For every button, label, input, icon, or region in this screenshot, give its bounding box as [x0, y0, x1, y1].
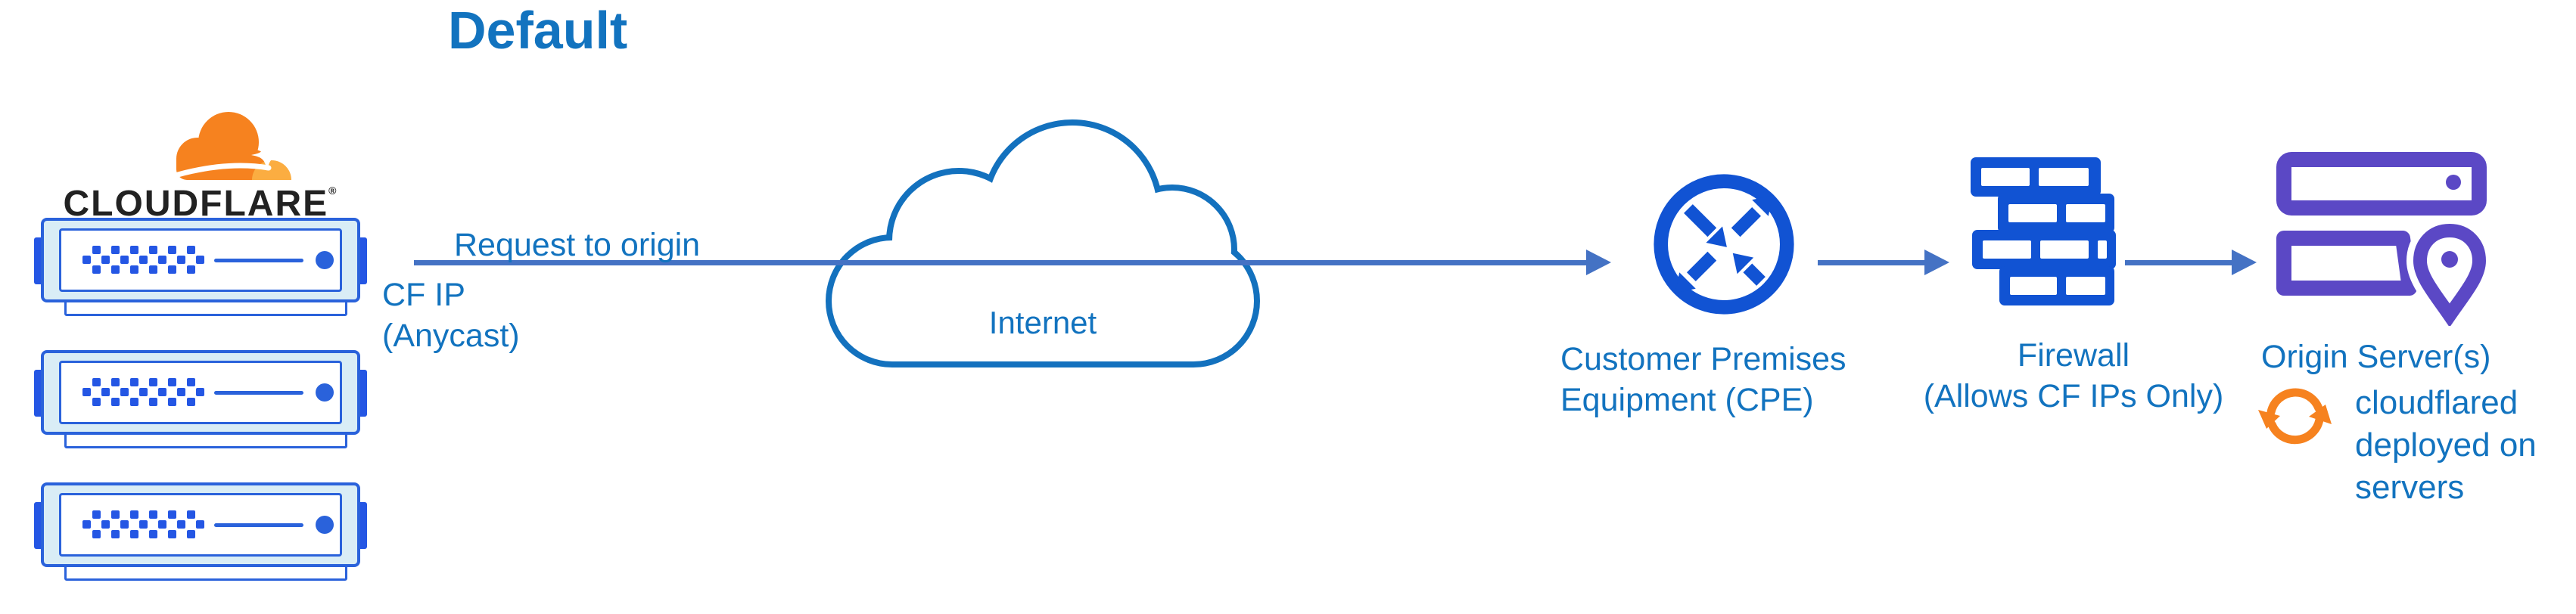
server-panel: [59, 493, 342, 557]
request-arrow-label: Request to origin: [454, 227, 701, 263]
server-power-dot: [316, 516, 334, 534]
cpe-to-firewall-arrowhead-icon: [1924, 250, 1949, 275]
firewall-to-origin-arrowhead-icon: [2232, 250, 2257, 275]
request-arrow-line: [414, 260, 1586, 265]
cf-ip-line1: CF IP: [382, 277, 465, 313]
origin-label: Origin Server(s): [2261, 339, 2491, 375]
cpe-label: Customer Premises Equipment (CPE): [1560, 339, 1846, 420]
cpe-label-line2: Equipment (CPE): [1560, 382, 1814, 418]
server-chassis: [41, 218, 360, 302]
cloudflared-note-line3: servers: [2355, 469, 2465, 506]
server-vent-dots: [82, 510, 204, 538]
origin-server-icon: [2276, 152, 2494, 326]
cloudflare-logo-cloud-icon: [155, 112, 299, 185]
internet-label: Internet: [988, 305, 1097, 340]
internet-cloud-icon: [826, 119, 1260, 367]
server-slot-line: [214, 391, 303, 395]
cloudflare-wordmark: CLOUDFLARE®: [30, 183, 371, 225]
diagram-title: Default: [448, 1, 628, 60]
server-slot-line: [214, 523, 303, 527]
server-chassis: [41, 482, 360, 567]
cloudflare-server-icon: [34, 218, 367, 320]
cpe-to-firewall-line: [1818, 260, 1924, 265]
cf-ip-line2: (Anycast): [382, 318, 520, 354]
server-slot-line: [214, 259, 303, 262]
request-arrowhead-icon: [1586, 250, 1611, 275]
server-panel: [59, 361, 342, 424]
firewall-label-line2: (Allows CF IPs Only): [1923, 378, 2224, 414]
sync-arrows-icon: [2258, 388, 2332, 445]
cf-ip-label: CF IP (Anycast): [382, 274, 520, 356]
cpe-label-line1: Customer Premises: [1560, 341, 1846, 377]
server-power-dot: [316, 251, 334, 269]
registered-trademark: ®: [328, 185, 338, 197]
cloudflared-note-line2: deployed on: [2355, 426, 2537, 464]
firewall-brick-icon: [1971, 157, 2116, 305]
cloudflare-server-icon: [34, 350, 367, 452]
firewall-label-line1: Firewall: [2017, 337, 2130, 374]
cloudflare-wordmark-text: CLOUDFLARE: [63, 184, 329, 224]
server-chassis: [41, 350, 360, 435]
server-panel: [59, 228, 342, 292]
firewall-label: Firewall (Allows CF IPs Only): [1913, 335, 2234, 417]
cloudflare-server-icon: [34, 482, 367, 585]
cloudflared-note: cloudflared deployed on servers: [2355, 382, 2537, 509]
server-vent-dots: [82, 378, 204, 406]
server-power-dot: [316, 383, 334, 402]
cloudflared-note-line1: cloudflared: [2355, 384, 2518, 421]
firewall-to-origin-line: [2125, 260, 2232, 265]
server-vent-dots: [82, 246, 204, 274]
cpe-router-icon: [1654, 174, 1794, 315]
